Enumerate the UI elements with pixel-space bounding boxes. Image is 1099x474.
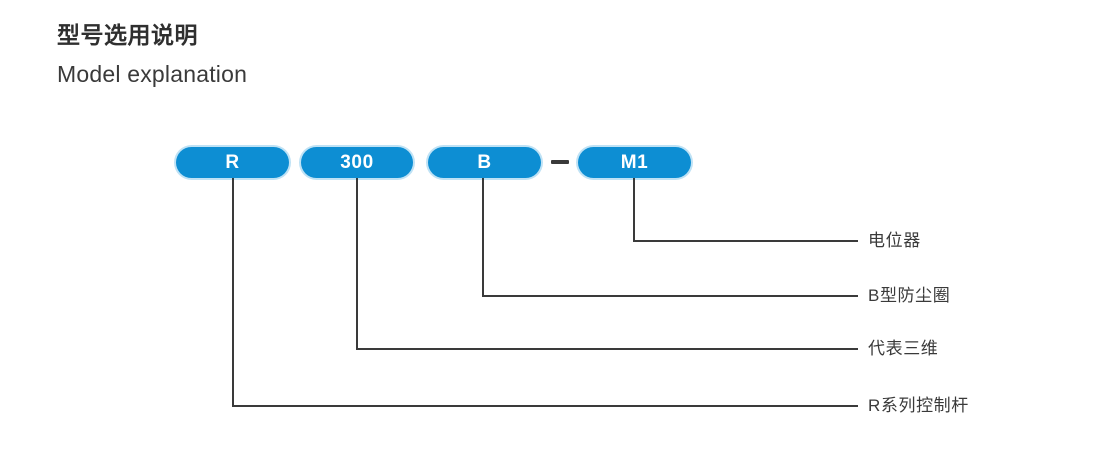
leader-line-vertical-300 [356,178,358,350]
leader-line-vertical-b [482,178,484,297]
leader-line-horizontal-300 [356,348,858,350]
model-segment-b-label: B [477,152,492,173]
model-segment-300: 300 [301,147,413,178]
model-segment-300-label: 300 [340,152,374,173]
page-title-en: Model explanation [57,61,248,87]
leader-line-horizontal-m1 [633,240,858,242]
page-title-cn: 型号选用说明 [57,22,198,48]
model-segment-m1: M1 [578,147,691,178]
model-segment-r: R [176,147,289,178]
model-segment-m1-label: M1 [620,152,649,173]
model-segment-r-label: R [225,152,240,173]
callout-label-300: 代表三维 [868,339,939,358]
callout-label-r: R系列控制杆 [868,396,969,415]
leader-line-vertical-r [232,178,234,407]
leader-line-vertical-m1 [633,178,635,242]
leader-line-horizontal-b [482,295,858,297]
leader-line-horizontal-r [232,405,858,407]
model-segment-b: B [428,147,541,178]
callout-label-m1: 电位器 [868,231,921,250]
callout-label-b: B型防尘圈 [868,286,951,305]
model-separator-dash [551,160,569,164]
